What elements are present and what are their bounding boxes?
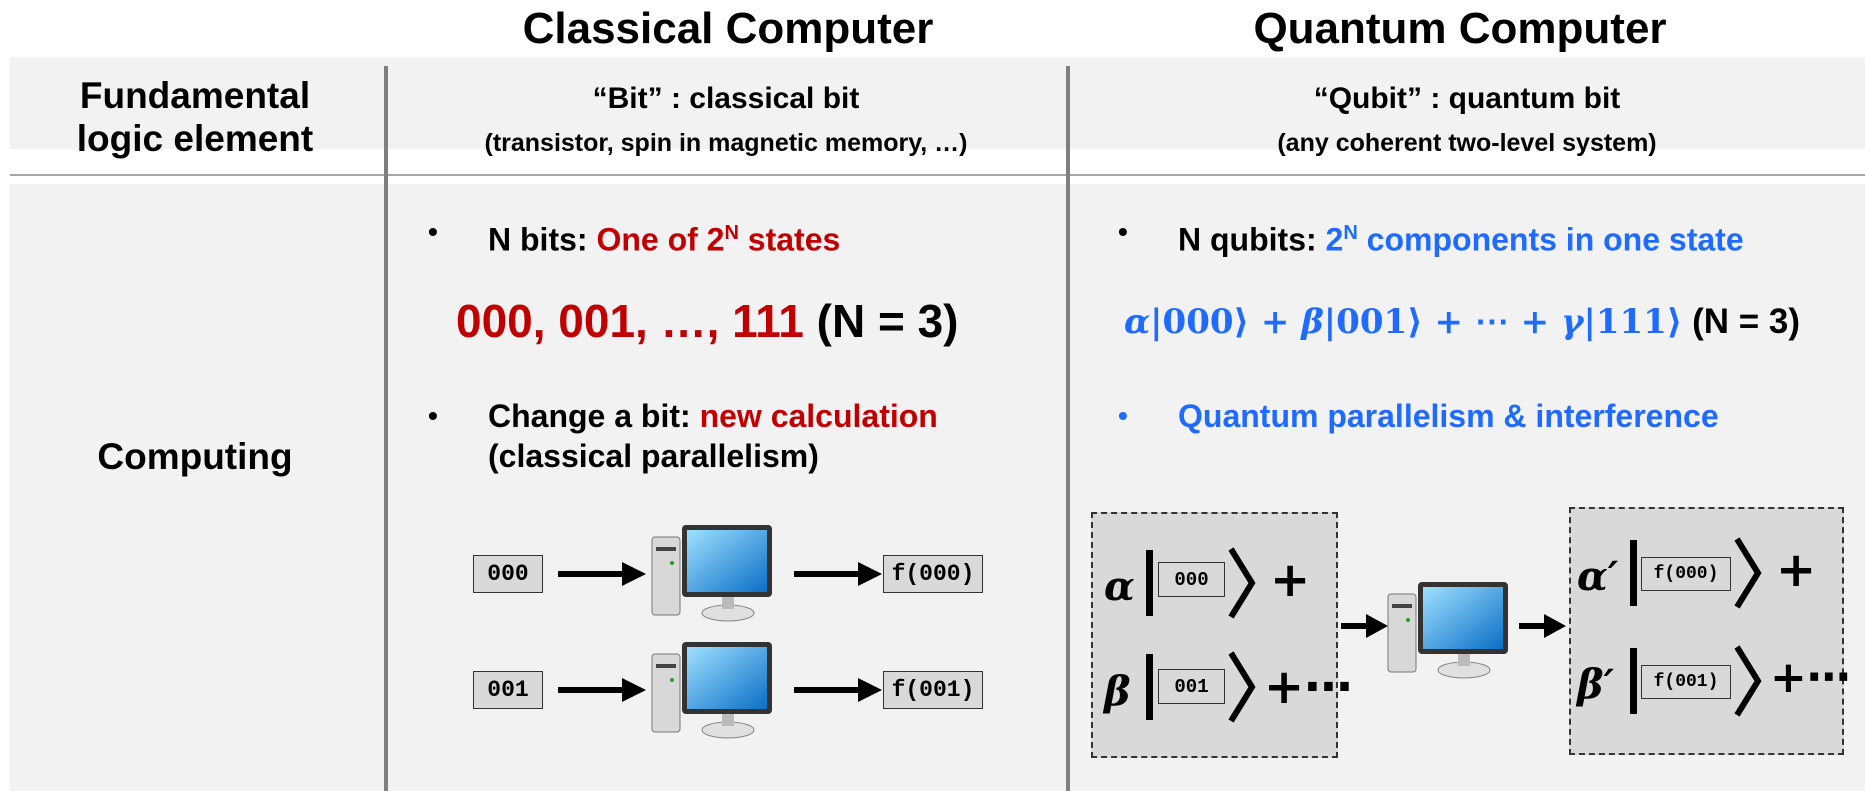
quantum-bullet1: N qubits: 2N components in one state	[1178, 213, 1744, 260]
quantum-bullet2: Quantum parallelism & interference	[1178, 398, 1719, 434]
ket-angle-icon	[1228, 651, 1256, 723]
arrow-right-icon	[558, 678, 646, 702]
desktop-computer-icon	[651, 642, 772, 739]
arrow-right-icon	[794, 678, 882, 702]
classical-element-subtitle: (transistor, spin in magnetic memory, …)	[484, 129, 968, 157]
output-coef-beta-prime: β′	[1577, 661, 1615, 708]
quantum-input-superposition	[1091, 512, 1338, 758]
ket-bar	[1630, 540, 1637, 606]
row2-label: Computing	[97, 436, 293, 477]
row1-label: Fundamental logic element	[10, 74, 380, 160]
row-divider	[10, 174, 1865, 176]
column-divider-2	[1066, 66, 1070, 791]
ket-angle-icon	[1228, 547, 1256, 619]
classical-bullet2-highlight: new calculation	[699, 398, 938, 434]
arrow-right-icon	[794, 562, 882, 586]
output-ket-f000: f(000)	[1641, 557, 1731, 591]
header-quantum: Quantum Computer	[1253, 4, 1667, 53]
classical-bullet1: N bits: One of 2N states	[488, 213, 840, 260]
eq-ket-111: |111⟩	[1583, 302, 1683, 342]
classical-states: 000, 001, …, 111 (N = 3)	[456, 294, 959, 348]
quantum-bullet1-glyph: •	[1118, 216, 1128, 247]
classical-bullet2-line2: (classical parallelism)	[488, 438, 819, 474]
arrow-right-icon	[1519, 614, 1566, 638]
input-coef-alpha: α	[1104, 563, 1135, 610]
input-ket-001: 001	[1158, 669, 1225, 704]
classical-bullet1-highlight: One of 2	[596, 221, 725, 258]
ket-angle-icon	[1734, 645, 1762, 717]
quantum-bullet1-sup: N	[1343, 222, 1358, 244]
eq-alpha: α	[1124, 302, 1151, 342]
classical-input-001: 001	[473, 671, 543, 709]
eq-beta: β	[1301, 302, 1324, 342]
classical-bullet1-suffix: states	[738, 221, 841, 258]
row1-label-line2: logic element	[76, 118, 314, 159]
input-coef-beta: β	[1104, 668, 1131, 715]
row1-label-line1: Fundamental	[79, 75, 311, 116]
ket-bar	[1630, 648, 1637, 714]
classical-input-000: 000	[473, 555, 543, 593]
ket-bar	[1146, 550, 1153, 616]
desktop-computer-icon	[1387, 582, 1508, 679]
classical-element-title: “Bit” : classical bit	[592, 82, 860, 115]
input-plus-1: +	[1270, 552, 1311, 608]
classical-bullet2-prefix: Change a bit:	[488, 398, 700, 434]
output-plus-1: +	[1776, 542, 1817, 598]
quantum-element-title: “Qubit” : quantum bit	[1313, 82, 1621, 115]
quantum-element-subtitle: (any coherent two-level system)	[1277, 129, 1657, 157]
input-ket-000: 000	[1158, 562, 1225, 597]
classical-output-001: f(001)	[883, 671, 983, 709]
input-plus-2: +⋯	[1264, 659, 1353, 715]
classical-output-000: f(000)	[883, 555, 983, 593]
ket-angle-icon	[1734, 537, 1762, 609]
quantum-bullet1-prefix: N qubits:	[1178, 221, 1326, 258]
eq-n: (N = 3)	[1682, 302, 1801, 341]
arrow-right-icon	[1341, 614, 1388, 638]
classical-bullet1-glyph: •	[428, 216, 438, 247]
desktop-computer-icon	[651, 525, 772, 622]
classical-bullet1-prefix: N bits:	[488, 221, 597, 258]
quantum-bullet1-highlight: components in one state	[1357, 221, 1744, 258]
quantum-state-equation: α|000⟩ + β|001⟩ + ⋯ + γ|111⟩ (N = 3)	[1124, 302, 1800, 342]
output-coef-alpha-prime: α′	[1577, 553, 1619, 600]
eq-ket-000: |000⟩ +	[1150, 302, 1302, 342]
classical-bullet2-glyph: •	[428, 400, 438, 431]
classical-states-n: (N = 3)	[803, 295, 959, 347]
classical-bullet1-sup: N	[724, 222, 739, 244]
ket-bar	[1146, 654, 1153, 720]
eq-ket-001: |001⟩ + ⋯ +	[1323, 302, 1561, 342]
quantum-bullet2-glyph: •	[1118, 400, 1128, 431]
row1-band	[10, 57, 1865, 149]
output-plus-2: +⋯	[1770, 652, 1851, 703]
quantum-bullet1-base: 2	[1325, 221, 1344, 258]
arrow-right-icon	[558, 562, 646, 586]
quantum-output-superposition	[1569, 507, 1844, 755]
header-classical: Classical Computer	[522, 4, 934, 53]
column-divider-1	[384, 66, 388, 791]
classical-states-values: 000, 001, …, 111	[456, 295, 804, 347]
classical-bullet2: Change a bit: new calculation (classical…	[488, 396, 938, 476]
eq-gamma: γ	[1561, 302, 1584, 342]
output-ket-f001: f(001)	[1641, 665, 1731, 699]
